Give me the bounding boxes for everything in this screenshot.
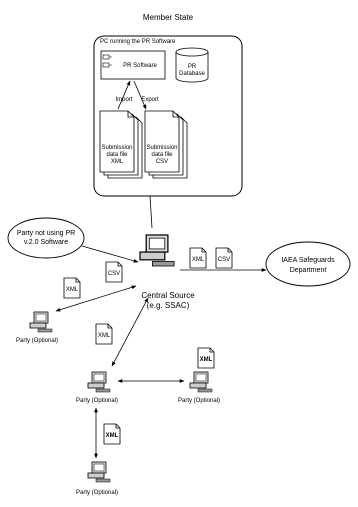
party-left-computer xyxy=(29,311,53,333)
central-source-line1: Central Source xyxy=(141,291,195,300)
export-arrow xyxy=(133,80,147,110)
xml-doc-center: XML xyxy=(95,323,113,345)
xml-doc-mid: XML xyxy=(197,347,215,369)
database-label-line1: PR xyxy=(188,64,197,70)
member-state-box xyxy=(93,35,243,197)
diagram-title: Member State xyxy=(143,13,194,22)
iaea-line1: IAEA Safeguards xyxy=(281,257,335,264)
csv-file-line3: CSV xyxy=(156,159,168,165)
xml-doc-bottom-label: XML xyxy=(106,433,119,439)
xml-doc-right: XML xyxy=(189,247,207,269)
xml-doc-center-label: XML xyxy=(98,333,111,339)
csv-doc-right-label: CSV xyxy=(218,257,230,263)
xml-doc-mid-label: XML xyxy=(200,357,213,363)
pc-label: PC running the PR Software xyxy=(100,39,176,45)
party-not-using-line1: Party not using PR xyxy=(17,230,75,237)
xml-file-line3: XML xyxy=(111,159,124,165)
arrow-central-party-left xyxy=(55,285,137,312)
xml-file-line2: data file xyxy=(106,152,128,158)
party-center-computer xyxy=(87,371,111,393)
computer-icon xyxy=(139,234,175,267)
party-bottom-computer xyxy=(87,461,111,483)
member-state-connector xyxy=(149,195,153,229)
csv-file-line2: data file xyxy=(151,152,173,158)
import-label: Import xyxy=(115,97,132,103)
party-not-using-line2: v.2.0 Software xyxy=(24,239,68,246)
iaea-ellipse xyxy=(265,241,351,287)
database-icon: PR Database xyxy=(175,47,209,83)
xml-doc-right-label: XML xyxy=(192,257,205,263)
xml-doc-bottom: XML xyxy=(103,423,121,445)
party-not-using-ellipse xyxy=(7,217,85,259)
csv-doc-left-label: CSV xyxy=(108,271,120,277)
pr-software-box: PR Software xyxy=(100,50,166,80)
party-right-label: Party (Optional) xyxy=(178,398,220,404)
central-computer xyxy=(139,234,175,267)
csv-file-line1: Submission xyxy=(146,145,177,151)
database-label-line2: Database xyxy=(179,71,205,77)
export-label: Export xyxy=(141,97,159,103)
csv-doc-right: CSV xyxy=(215,247,233,269)
xml-doc-upper-left: XML xyxy=(63,277,81,299)
party-center-label: Party (Optional) xyxy=(76,398,118,404)
iaea-line2: Department xyxy=(290,267,327,274)
xml-file-line1: Submission xyxy=(101,145,132,151)
server-box-icon xyxy=(102,54,110,60)
party-left-label: Party (Optional) xyxy=(16,338,58,344)
central-source-line2: (e.g. SSAC) xyxy=(147,301,190,310)
arrow-party-to-central xyxy=(81,245,139,263)
csv-doc-left: CSV xyxy=(105,261,123,283)
submission-file-csv: Submission data file CSV xyxy=(144,110,188,179)
party-bottom-label: Party (Optional) xyxy=(76,490,118,496)
submission-file-xml: Submission data file XML xyxy=(99,110,143,179)
import-arrow xyxy=(117,80,131,110)
arrow-central-party-center xyxy=(111,297,149,367)
pr-software-label: PR Software xyxy=(123,63,157,69)
party-right-computer xyxy=(189,371,213,393)
xml-doc-upper-left-label: XML xyxy=(66,287,79,293)
document-icon xyxy=(99,110,135,173)
